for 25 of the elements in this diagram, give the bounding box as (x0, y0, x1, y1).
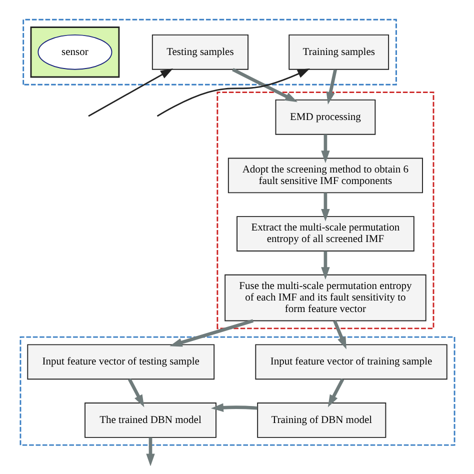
arrow (88, 68, 173, 117)
arrow (326, 69, 336, 104)
arrow (210, 403, 257, 412)
arrow (327, 378, 344, 408)
node-box: EMD processing (274, 99, 376, 135)
arrow (320, 134, 330, 164)
arrow (332, 320, 346, 350)
node-box: Input feature vector of testing sample (26, 344, 214, 380)
node-box: The trained DBN model (84, 402, 216, 438)
cluster (22, 18, 396, 86)
cluster (30, 26, 120, 78)
node-box: Training samples (288, 34, 389, 70)
arrow (320, 251, 330, 280)
arrow (127, 378, 144, 408)
arrow (156, 68, 310, 117)
node-box: Input feature vector of training sample (254, 344, 447, 380)
node-ellipse: sensor (37, 34, 112, 70)
arrow (232, 68, 298, 102)
node-box: Training of DBN model (256, 402, 386, 438)
node-box: Testing samples (151, 34, 248, 70)
arrow (146, 438, 154, 466)
arrow (320, 192, 330, 222)
node-box: Adopt the screening method to obtain 6 fault sensitive IMF components (227, 158, 422, 194)
node-box: Extract the multi-scale permutation entropy of all screened IMF (236, 216, 414, 252)
node-box: Fuse the multi-scale permutation entropy of each IMF and its fault sensitivity to form feature vector (224, 274, 426, 322)
